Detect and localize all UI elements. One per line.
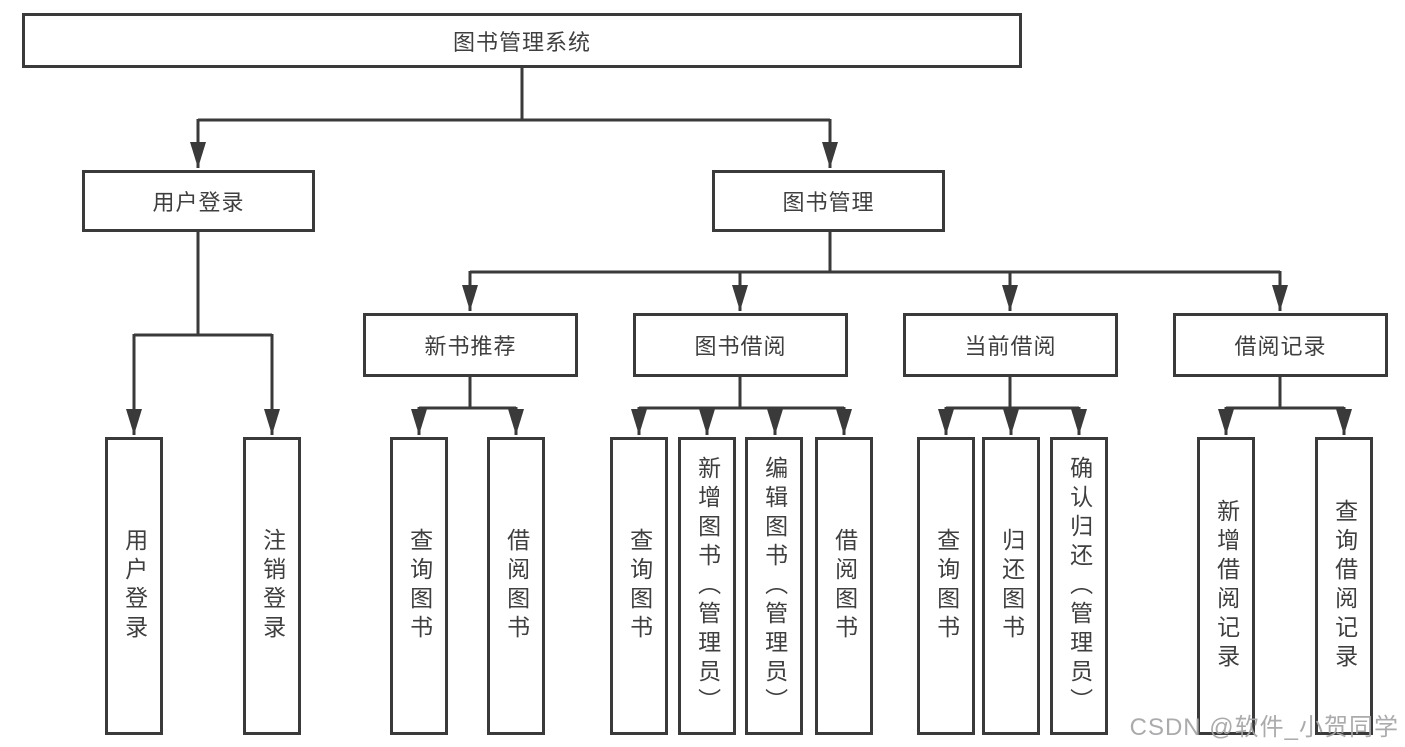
- leaf-add-borrow-record: 新增借阅记录: [1197, 437, 1255, 735]
- csdn-watermark: CSDN @软件_小贺同学: [1129, 714, 1399, 741]
- leaf-borrow-books: 借阅图书: [487, 437, 545, 735]
- leaf-label: 借阅图书: [831, 528, 858, 644]
- node-book-management: 图书管理: [712, 170, 945, 232]
- leaf-query-books: 查询图书: [917, 437, 975, 735]
- leaf-label: 新增图书（管理员）: [694, 455, 721, 717]
- leaf-label: 查询图书: [933, 528, 960, 644]
- leaf-user-login: 用户登录: [105, 437, 163, 735]
- node-library-management-system: 图书管理系统: [22, 13, 1022, 68]
- node-current-borrow: 当前借阅: [903, 313, 1118, 377]
- node-book-borrow: 图书借阅: [633, 313, 848, 377]
- leaf-label: 查询图书: [406, 528, 433, 644]
- leaf-label: 编辑图书（管理员）: [761, 455, 788, 717]
- leaf-query-books: 查询图书: [390, 437, 448, 735]
- leaf-label: 用户登录: [121, 528, 148, 644]
- leaf-borrow-books: 借阅图书: [815, 437, 873, 735]
- node-borrow-records: 借阅记录: [1173, 313, 1388, 377]
- leaf-label: 新增借阅记录: [1213, 499, 1240, 673]
- node-user-login: 用户登录: [82, 170, 315, 232]
- leaf-query-borrow-record: 查询借阅记录: [1315, 437, 1373, 735]
- leaf-label: 归还图书: [998, 528, 1025, 644]
- leaf-label: 查询图书: [626, 528, 653, 644]
- leaf-edit-books-admin: 编辑图书（管理员）: [745, 437, 803, 735]
- leaf-logout: 注销登录: [243, 437, 301, 735]
- leaf-return-books: 归还图书: [982, 437, 1040, 735]
- node-new-book-recommend: 新书推荐: [363, 313, 578, 377]
- leaf-label: 确认归还（管理员）: [1066, 455, 1093, 717]
- leaf-add-books-admin: 新增图书（管理员）: [678, 437, 736, 735]
- leaf-label: 借阅图书: [503, 528, 530, 644]
- leaf-query-books: 查询图书: [610, 437, 668, 735]
- leaf-label: 注销登录: [259, 528, 286, 644]
- leaf-label: 查询借阅记录: [1331, 499, 1358, 673]
- leaf-confirm-return-admin: 确认归还（管理员）: [1050, 437, 1108, 735]
